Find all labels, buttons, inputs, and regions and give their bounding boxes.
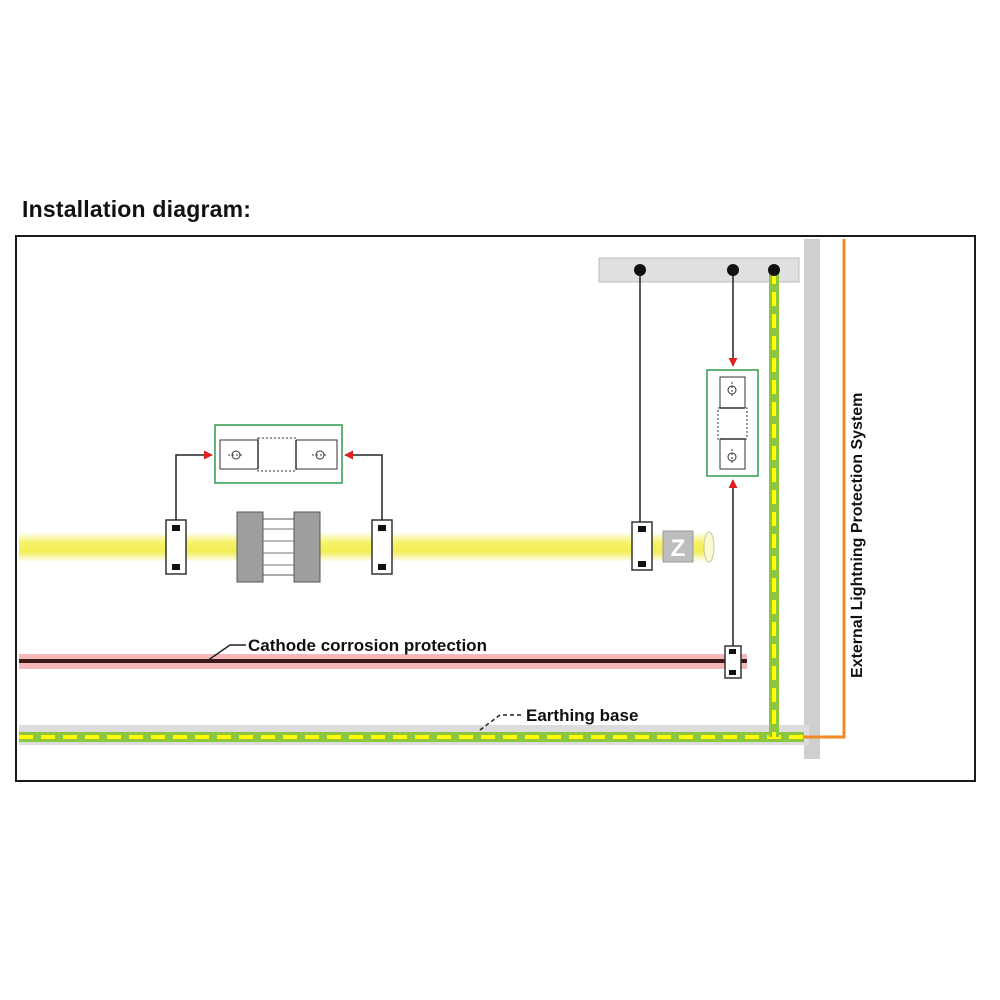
z-marker-label: Z — [671, 535, 686, 562]
insulating-flange — [236, 511, 321, 583]
cathode-clamp — [724, 645, 742, 679]
earthing-label: Earthing base — [526, 706, 638, 725]
terminal-dot-3 — [768, 264, 780, 276]
pipe-clamp-right — [371, 519, 393, 575]
lightning-conductor — [804, 239, 846, 739]
pipe — [19, 532, 709, 562]
diagram-frame — [15, 235, 976, 782]
terminal-dot-1 — [634, 264, 646, 276]
wire-left — [175, 450, 213, 520]
pipe-clamp-left — [165, 519, 187, 575]
spark-gap-horizontal — [214, 424, 343, 484]
pipe-end — [703, 531, 715, 563]
cathode-leader — [206, 644, 246, 662]
cathode-label: Cathode corrosion protection — [248, 636, 487, 655]
diagram-title: Installation diagram: — [22, 196, 252, 222]
spark-gap-vertical — [706, 369, 759, 477]
z-marker — [662, 530, 694, 563]
terminal-dot-2 — [727, 264, 739, 276]
pipe-clamp-building — [631, 521, 653, 571]
wire-right — [344, 450, 383, 520]
lightning-label: External Lightning Protection System — [849, 393, 866, 678]
distribution-bar — [598, 257, 800, 283]
building-wall — [804, 239, 820, 759]
earthing-leader — [479, 714, 522, 731]
